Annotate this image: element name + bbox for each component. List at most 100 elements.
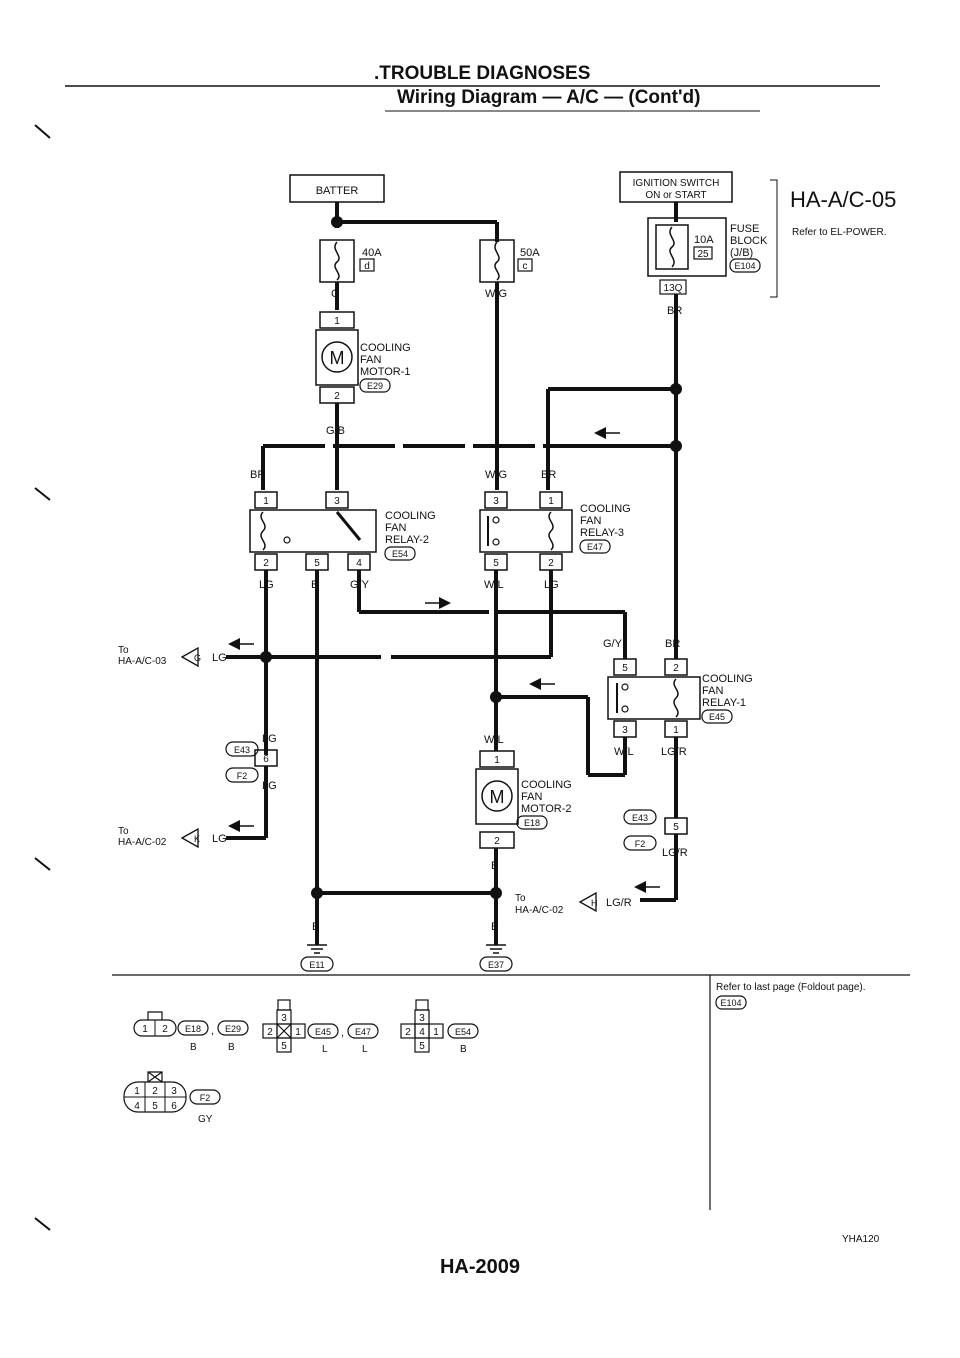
- cooling-fan-relay-1: [607, 676, 701, 720]
- relay-contact: [492, 516, 500, 524]
- relay2-pin-1: 1: [263, 496, 269, 507]
- fuse-block-line1: FUSE: [730, 223, 759, 235]
- relay2-switch: [335, 511, 362, 541]
- fuse-block-line3: (J/B): [730, 247, 753, 259]
- ground-connector-oval: [300, 956, 334, 972]
- connector-f2b: F2: [635, 839, 646, 849]
- wire-label-lgr3: LG/R: [606, 897, 632, 909]
- cooling-fan-motor-1: [315, 329, 359, 386]
- ground-connector-oval: [479, 956, 513, 972]
- connector-e43a: E43: [234, 745, 250, 755]
- legend3-pin5: 5: [419, 1041, 425, 1052]
- relay1-pin-2: 2: [673, 663, 679, 674]
- fuse-block-bracket: [770, 179, 778, 298]
- fuse-id-box: [359, 258, 375, 272]
- motor1-m: M: [330, 348, 345, 368]
- motor1-pin-2: 2: [334, 391, 340, 402]
- offpage-arrow: [180, 827, 199, 849]
- to-label-1: To: [118, 645, 129, 656]
- connector-oval: [729, 258, 761, 273]
- page-subtitle: Wiring Diagram — A/C — (Cont'd): [397, 87, 701, 108]
- fuse-element: [334, 241, 340, 281]
- refer-power: Refer to EL-POWER.: [792, 227, 886, 238]
- foldout-connector: E104: [720, 998, 741, 1008]
- fuse-id-box: [693, 246, 713, 260]
- relay1-pin-5: 5: [622, 663, 628, 674]
- legend4-color: GY: [198, 1114, 213, 1125]
- legend3-pin4: 4: [419, 1027, 425, 1038]
- motor2-m: M: [490, 787, 505, 807]
- legend-pin-cell: [290, 1023, 306, 1039]
- wire-label-br3: BR: [541, 469, 556, 481]
- relay1-pin-3: 3: [622, 725, 628, 736]
- relay3-connector: E47: [587, 542, 603, 552]
- legend4-pin1: 1: [134, 1086, 140, 1097]
- legend1-color2: B: [228, 1042, 235, 1053]
- page-number: HA-2009: [440, 1256, 520, 1278]
- splice: [490, 887, 502, 899]
- legend2-color2: L: [362, 1044, 368, 1055]
- relay3-pin-2: 2: [548, 558, 554, 569]
- motor2-pin-2: 2: [494, 836, 500, 847]
- fuse-10a-id: 25: [697, 249, 709, 260]
- relay3-pin-5: 5: [493, 558, 499, 569]
- wire-label-b: B: [311, 579, 318, 591]
- relay3-label-2: FAN: [580, 515, 601, 527]
- relay-contact: [492, 538, 500, 546]
- legend3-pin2: 2: [405, 1027, 411, 1038]
- offpage-arrow: [578, 891, 597, 913]
- legend-blank-pin: [276, 1023, 292, 1039]
- legend4-pin3: 3: [171, 1086, 177, 1097]
- relay-contact: [283, 536, 291, 544]
- fuse-block-10a: [647, 217, 727, 277]
- legend4-pin5: 5: [152, 1101, 158, 1112]
- to-target-2: HA-A/C-02: [118, 837, 167, 848]
- cooling-fan-relay-3: [479, 509, 573, 553]
- section-title: .TROUBLE DIAGNOSES: [374, 63, 591, 84]
- fuse-element: [669, 226, 675, 268]
- to-target-3: HA-A/C-02: [515, 905, 564, 916]
- wire-label-g: G: [331, 288, 340, 300]
- relay3-label-3: RELAY-3: [580, 527, 624, 539]
- connector-oval: [701, 709, 733, 724]
- to-letter-1: G: [194, 653, 201, 663]
- terminal-box: [659, 279, 687, 295]
- relay2-pin-4: 4: [356, 558, 362, 569]
- fuse-10a-amp: 10A: [694, 234, 714, 246]
- ground-e37: E37: [488, 960, 504, 970]
- ignition-label-1: IGNITION SWITCH: [633, 178, 720, 189]
- legend3-color: B: [460, 1044, 467, 1055]
- connector-oval: [384, 546, 416, 561]
- relay2-connector: E54: [392, 549, 408, 559]
- relay2-coil: [260, 511, 266, 551]
- legend-comma: ,: [341, 1027, 344, 1039]
- legend1-id1: E18: [185, 1024, 201, 1034]
- fuse-10a: [655, 224, 689, 270]
- legend4-pin4: 4: [134, 1101, 140, 1112]
- fuse-50a-amp: 50A: [520, 247, 540, 259]
- connector-oval: [715, 995, 747, 1010]
- margin-mark: [34, 1217, 51, 1231]
- motor1-label-1: COOLING: [360, 342, 411, 354]
- connector-oval: [579, 539, 611, 554]
- wire-label-b3: B: [312, 921, 319, 933]
- connector-oval: [447, 1023, 479, 1039]
- connector-oval: [623, 835, 657, 851]
- legend1-color1: B: [190, 1042, 197, 1053]
- wire-label-br: BR: [667, 305, 682, 317]
- connector-pin-6: 6: [263, 754, 269, 765]
- fuse-50a-id: c: [523, 261, 528, 272]
- margin-mark: [34, 487, 51, 501]
- relay1-coil: [673, 678, 679, 718]
- relay3-pin-1: 1: [548, 496, 554, 507]
- legend4-id: F2: [200, 1093, 211, 1103]
- legend-connector-tab: [415, 999, 429, 1011]
- motor1-pin-1: 1: [334, 316, 340, 327]
- relay3-pin-3: 3: [493, 496, 499, 507]
- connector-e43b: E43: [632, 813, 648, 823]
- wire-label-lgr: LG/R: [661, 746, 687, 758]
- fuse-40a-id: d: [364, 261, 370, 272]
- footer-code: YHA120: [842, 1234, 880, 1245]
- motor1-label-3: MOTOR-1: [360, 366, 411, 378]
- relay1-label-3: RELAY-1: [702, 697, 746, 709]
